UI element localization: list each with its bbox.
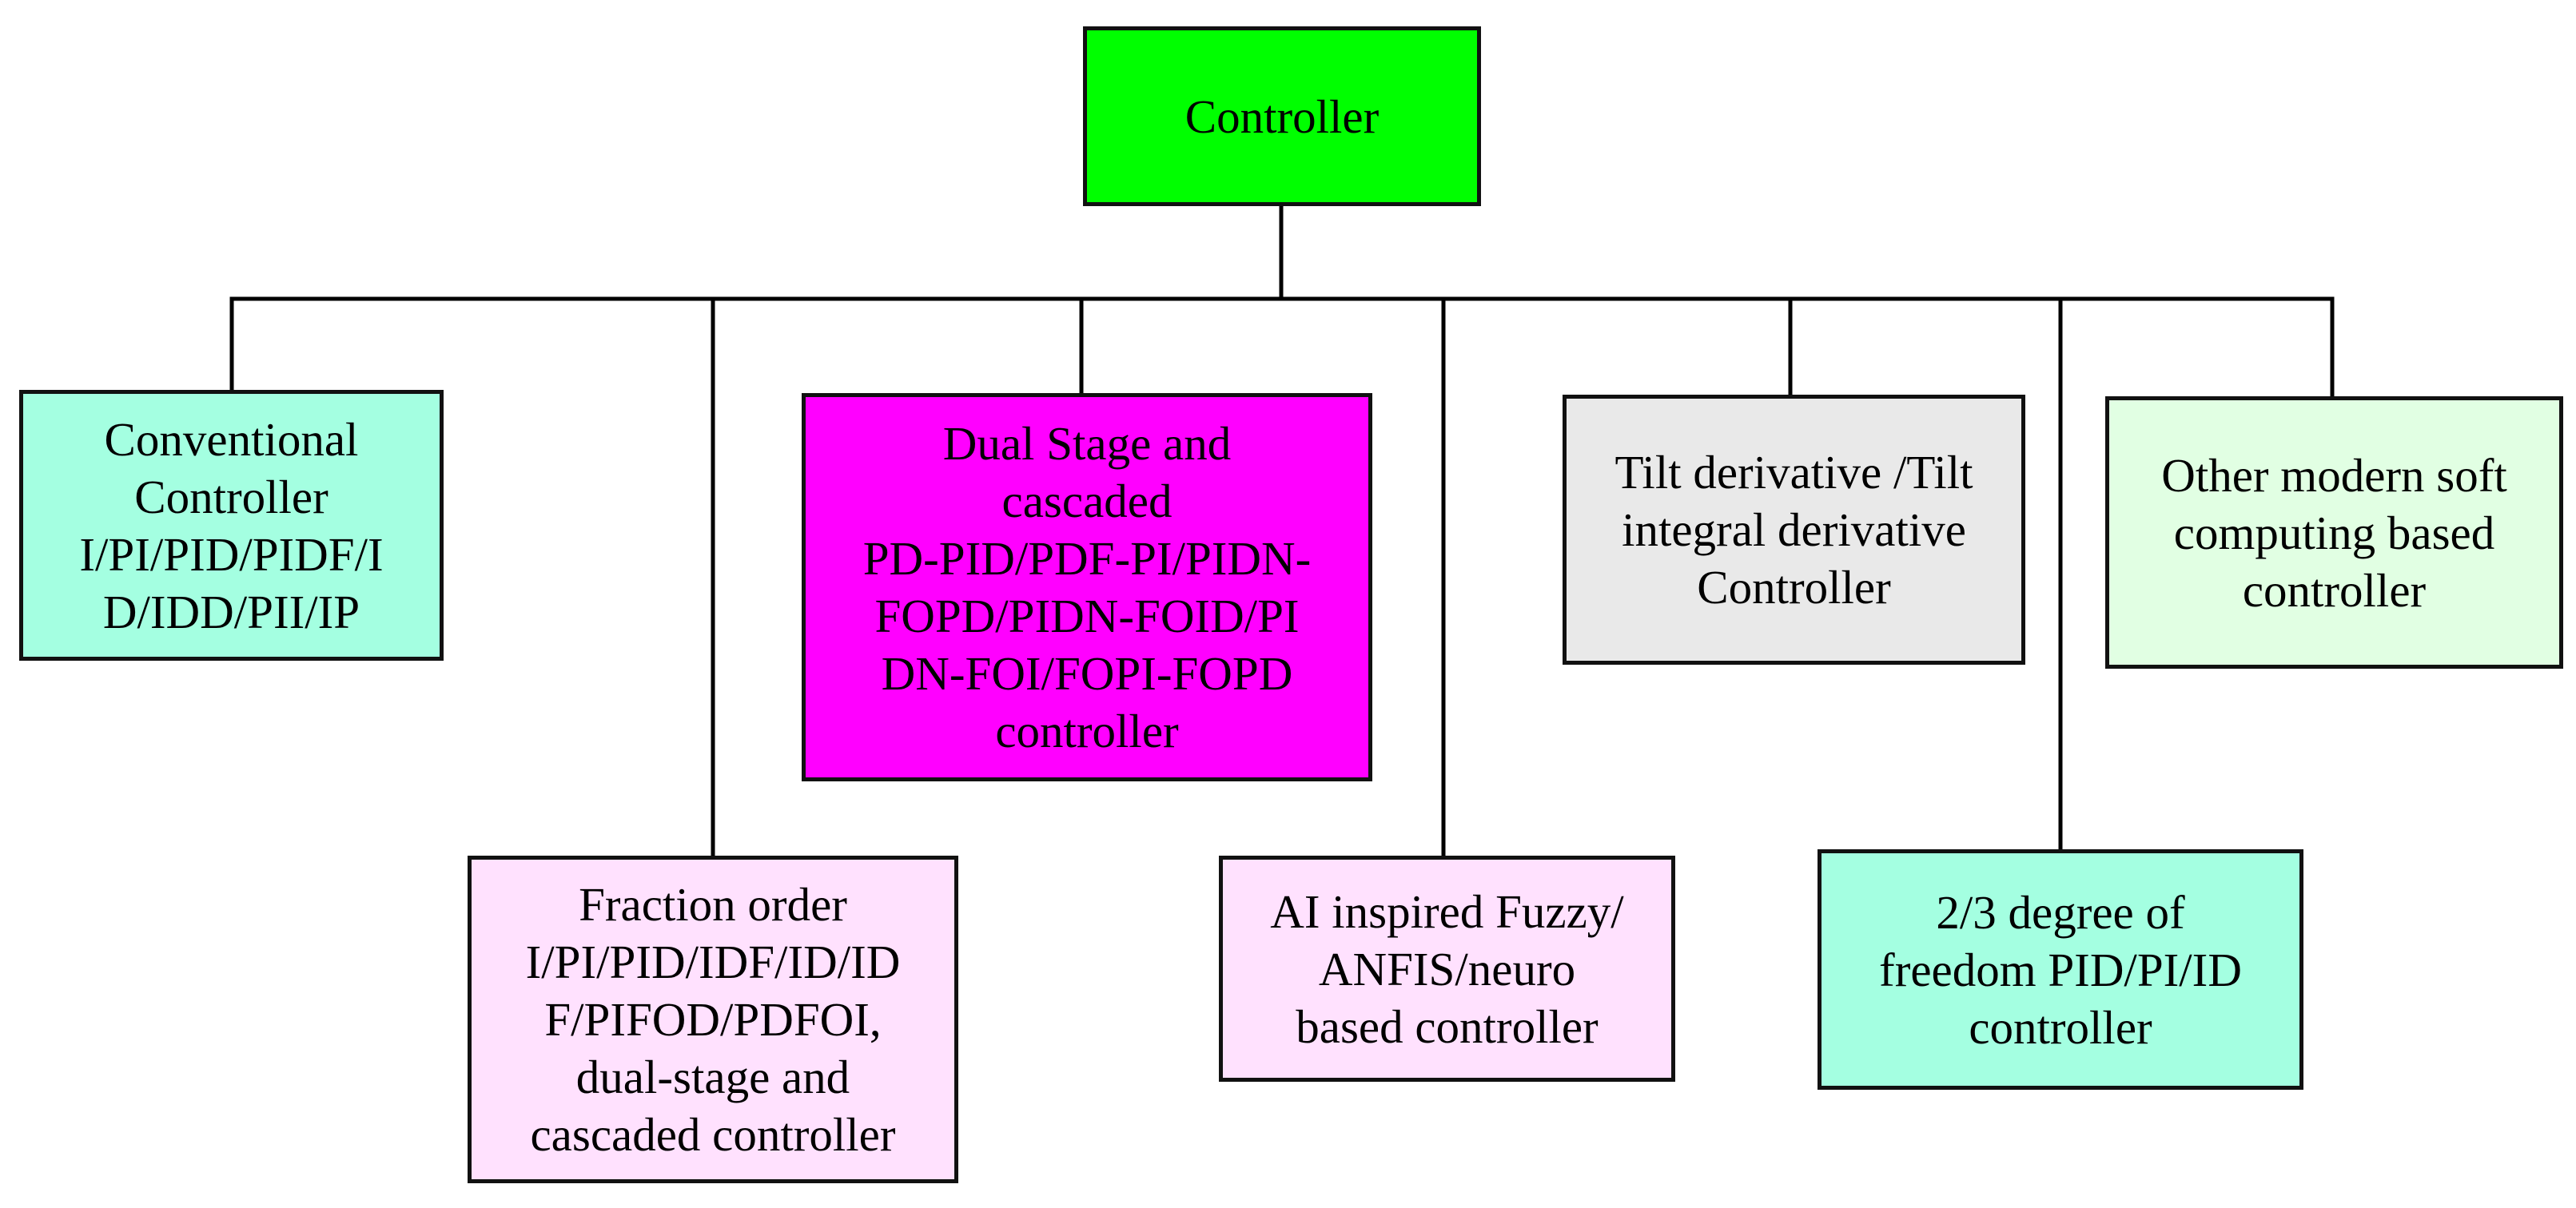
- soft-computing-controller-node: Other modern soft computing based contro…: [2105, 396, 2563, 669]
- dual-stage-controller-node: Dual Stage and cascaded PD-PID/PDF-PI/PI…: [802, 393, 1372, 781]
- tilt-controller-label: Tilt derivative /Tilt integral derivativ…: [1614, 446, 1973, 614]
- dof-controller-node: 2/3 degree of freedom PID/PI/ID controll…: [1818, 849, 2303, 1090]
- dual-stage-controller-label: Dual Stage and cascaded PD-PID/PDF-PI/PI…: [862, 417, 1312, 757]
- dof-controller-label: 2/3 degree of freedom PID/PI/ID controll…: [1879, 885, 2242, 1054]
- conventional-controller-label: Conventional Controller I/PI/PID/PIDF/I …: [79, 412, 384, 638]
- soft-computing-controller-label: Other modern soft computing based contro…: [2161, 448, 2507, 617]
- fractional-order-controller-node: Fraction order I/PI/PID/IDF/ID/ID F/PIFO…: [468, 856, 958, 1183]
- controller-root-node: Controller: [1083, 26, 1481, 206]
- tilt-controller-node: Tilt derivative /Tilt integral derivativ…: [1563, 395, 2025, 665]
- conventional-controller-node: Conventional Controller I/PI/PID/PIDF/I …: [19, 390, 444, 661]
- controller-root-label: Controller: [1184, 89, 1380, 143]
- fractional-order-controller-label: Fraction order I/PI/PID/IDF/ID/ID F/PIFO…: [525, 878, 901, 1161]
- ai-fuzzy-controller-label: AI inspired Fuzzy/ ANFIS/neuro based con…: [1270, 884, 1624, 1053]
- ai-fuzzy-controller-node: AI inspired Fuzzy/ ANFIS/neuro based con…: [1219, 856, 1675, 1082]
